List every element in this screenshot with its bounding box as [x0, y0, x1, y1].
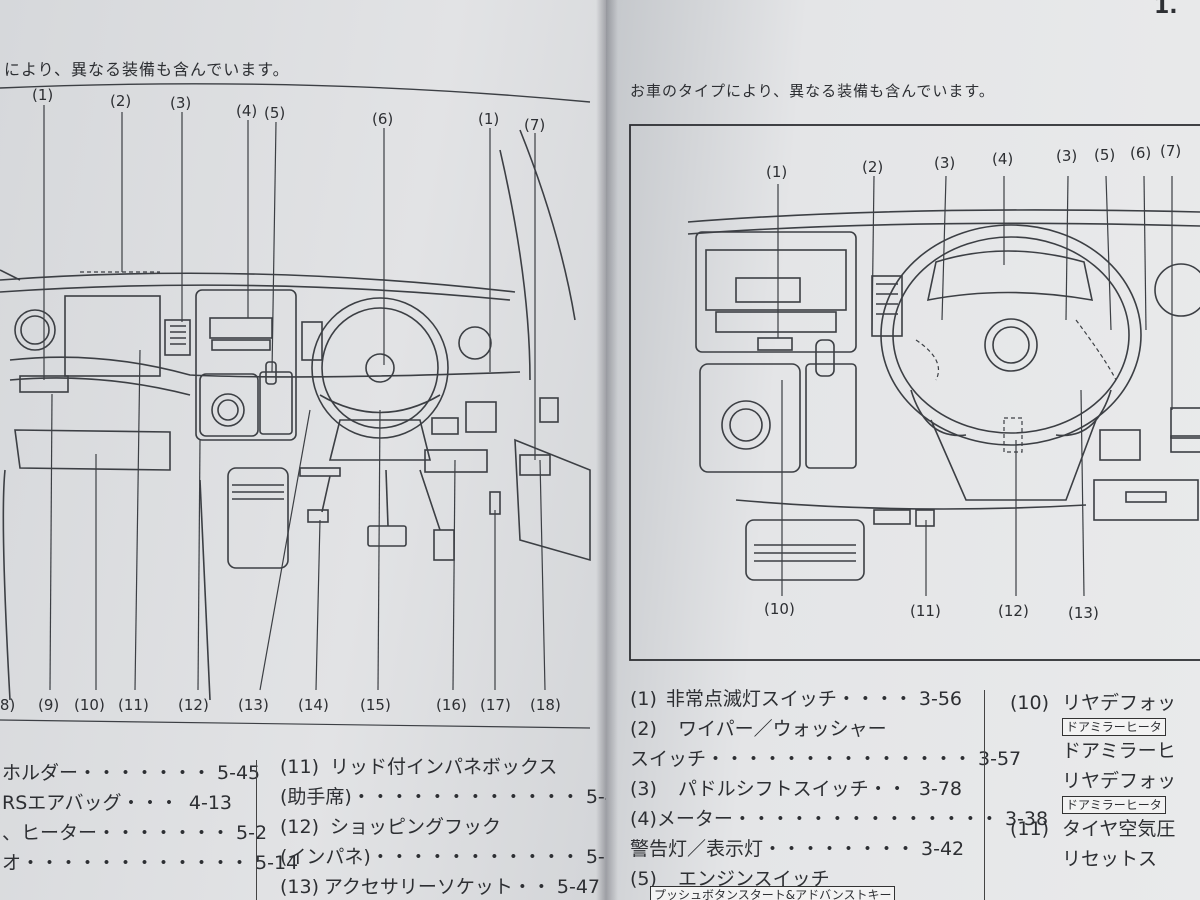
left-top-label: (3): [170, 94, 191, 112]
right-top-label: (3): [934, 154, 955, 172]
legend-divider: [984, 690, 985, 900]
legend-item: (5)エンジンスイッチ: [630, 868, 830, 890]
legend-item: (インパネ)・・・・・・・・・・・5-50: [280, 846, 606, 868]
legend-item: (13)アクセサリーソケット・・5-47: [280, 876, 600, 898]
left-legend-b: (11)リッド付インパネボックス (助手席)・・・・・・・・・・・・5-44 (…: [280, 752, 606, 900]
legend-item: ドアミラーヒータ: [1010, 796, 1200, 814]
left-bottom-label: (14): [298, 696, 329, 714]
right-dashboard-figure: (1) (2) (3) (4) (3) (5) (6) (7) (10) (11…: [629, 124, 1200, 661]
left-caption: により、異なる装備も含んでいます。: [4, 60, 290, 79]
legend-item: ドアミラーヒ: [1062, 740, 1176, 762]
legend-item: ドアミラーヒータ: [1010, 718, 1200, 736]
right-legend-c: (10)リヤデフォッ ドアミラーヒータ ドアミラーヒ リヤデフォッ ドアミラーヒ…: [1010, 688, 1200, 874]
right-legend: (1)非常点滅灯スイッチ・・・・3-56 (2)ワイパー／ウォッシャー スイッチ…: [630, 684, 1049, 894]
legend-item: (2)ワイパー／ウォッシャー: [630, 718, 887, 740]
right-page: 1. お車のタイプにより、異なる装備も含んでいます。: [606, 0, 1200, 900]
left-dashboard-figure: (1) (2) (3) (4) (5) (6) (1) (7) (8) (9) …: [0, 83, 591, 729]
right-top-label: (5): [1094, 146, 1115, 164]
right-bottom-label: (13): [1068, 604, 1099, 622]
left-bottom-label: (16): [436, 696, 467, 714]
legend-item: (11)リッド付インパネボックス: [280, 756, 558, 778]
legend-item: ホルダー・・・・・・・5-45: [2, 762, 261, 784]
left-top-label: (1): [478, 110, 499, 128]
left-bottom-label: (9): [38, 696, 59, 714]
left-bottom-label: (15): [360, 696, 391, 714]
right-bottom-label: (11): [910, 602, 941, 620]
left-bottom-label: (13): [238, 696, 269, 714]
left-top-label: (7): [524, 116, 545, 134]
legend-item: (4)メーター・・・・・・・・・・・・・・3-38: [630, 808, 1049, 830]
legend-divider: [256, 760, 257, 900]
left-top-label: (1): [32, 86, 53, 104]
left-legend-a: ホルダー・・・・・・・5-45 RSエアバッグ・・・4-13 、ヒーター・・・・…: [2, 758, 299, 878]
left-bottom-label: (18): [530, 696, 561, 714]
right-top-label: (1): [766, 163, 787, 181]
left-top-label: (4): [236, 102, 257, 120]
left-bottom-label: (17): [480, 696, 511, 714]
left-bottom-label: (8): [0, 696, 15, 714]
legend-item: リセットス: [1062, 848, 1158, 870]
legend-item: (助手席)・・・・・・・・・・・・5-44: [280, 786, 606, 808]
legend-item: (1)非常点滅灯スイッチ・・・・3-56: [630, 688, 962, 710]
right-top-label: (2): [862, 158, 883, 176]
legend-item: スイッチ・・・・・・・・・・・・・・3-57: [630, 748, 1022, 770]
left-top-label: (2): [110, 92, 131, 110]
legend-item: RSエアバッグ・・・4-13: [2, 792, 232, 814]
left-page: により、異なる装備も含んでいます。: [0, 0, 606, 900]
legend-item: 、ヒーター・・・・・・・5-2: [2, 822, 268, 844]
chapter-number: 1.: [1154, 0, 1178, 19]
legend-item: 警告灯／表示灯・・・・・・・・3-42: [630, 838, 965, 860]
right-bottom-label: (12): [998, 602, 1029, 620]
right-caption: お車のタイプにより、異なる装備も含んでいます。: [630, 82, 995, 100]
left-bottom-label: (10): [74, 696, 105, 714]
right-bottom-label: (10): [764, 600, 795, 618]
legend-item: (3)パドルシフトスイッチ・・3-78: [630, 778, 962, 800]
left-top-label: (6): [372, 110, 393, 128]
right-top-label: (3): [1056, 147, 1077, 165]
legend-item: (10)リヤデフォッ: [1010, 692, 1177, 714]
legend-item: (11)タイヤ空気圧: [1010, 818, 1176, 840]
left-bottom-label: (11): [118, 696, 149, 714]
left-top-label: (5): [264, 104, 285, 122]
legend-item: リヤデフォッ: [1062, 770, 1177, 792]
legend-item: (12)ショッピングフック: [280, 816, 502, 838]
book-gutter: [596, 0, 618, 900]
legend-item: オ・・・・・・・・・・・・5-14: [2, 852, 299, 874]
right-top-label: (7): [1160, 142, 1181, 160]
left-bottom-label: (12): [178, 696, 209, 714]
right-top-label: (4): [992, 150, 1013, 168]
legend-footer-badge: プッシュボタンスタート&アドバンストキー: [650, 884, 896, 900]
right-top-label: (6): [1130, 144, 1151, 162]
